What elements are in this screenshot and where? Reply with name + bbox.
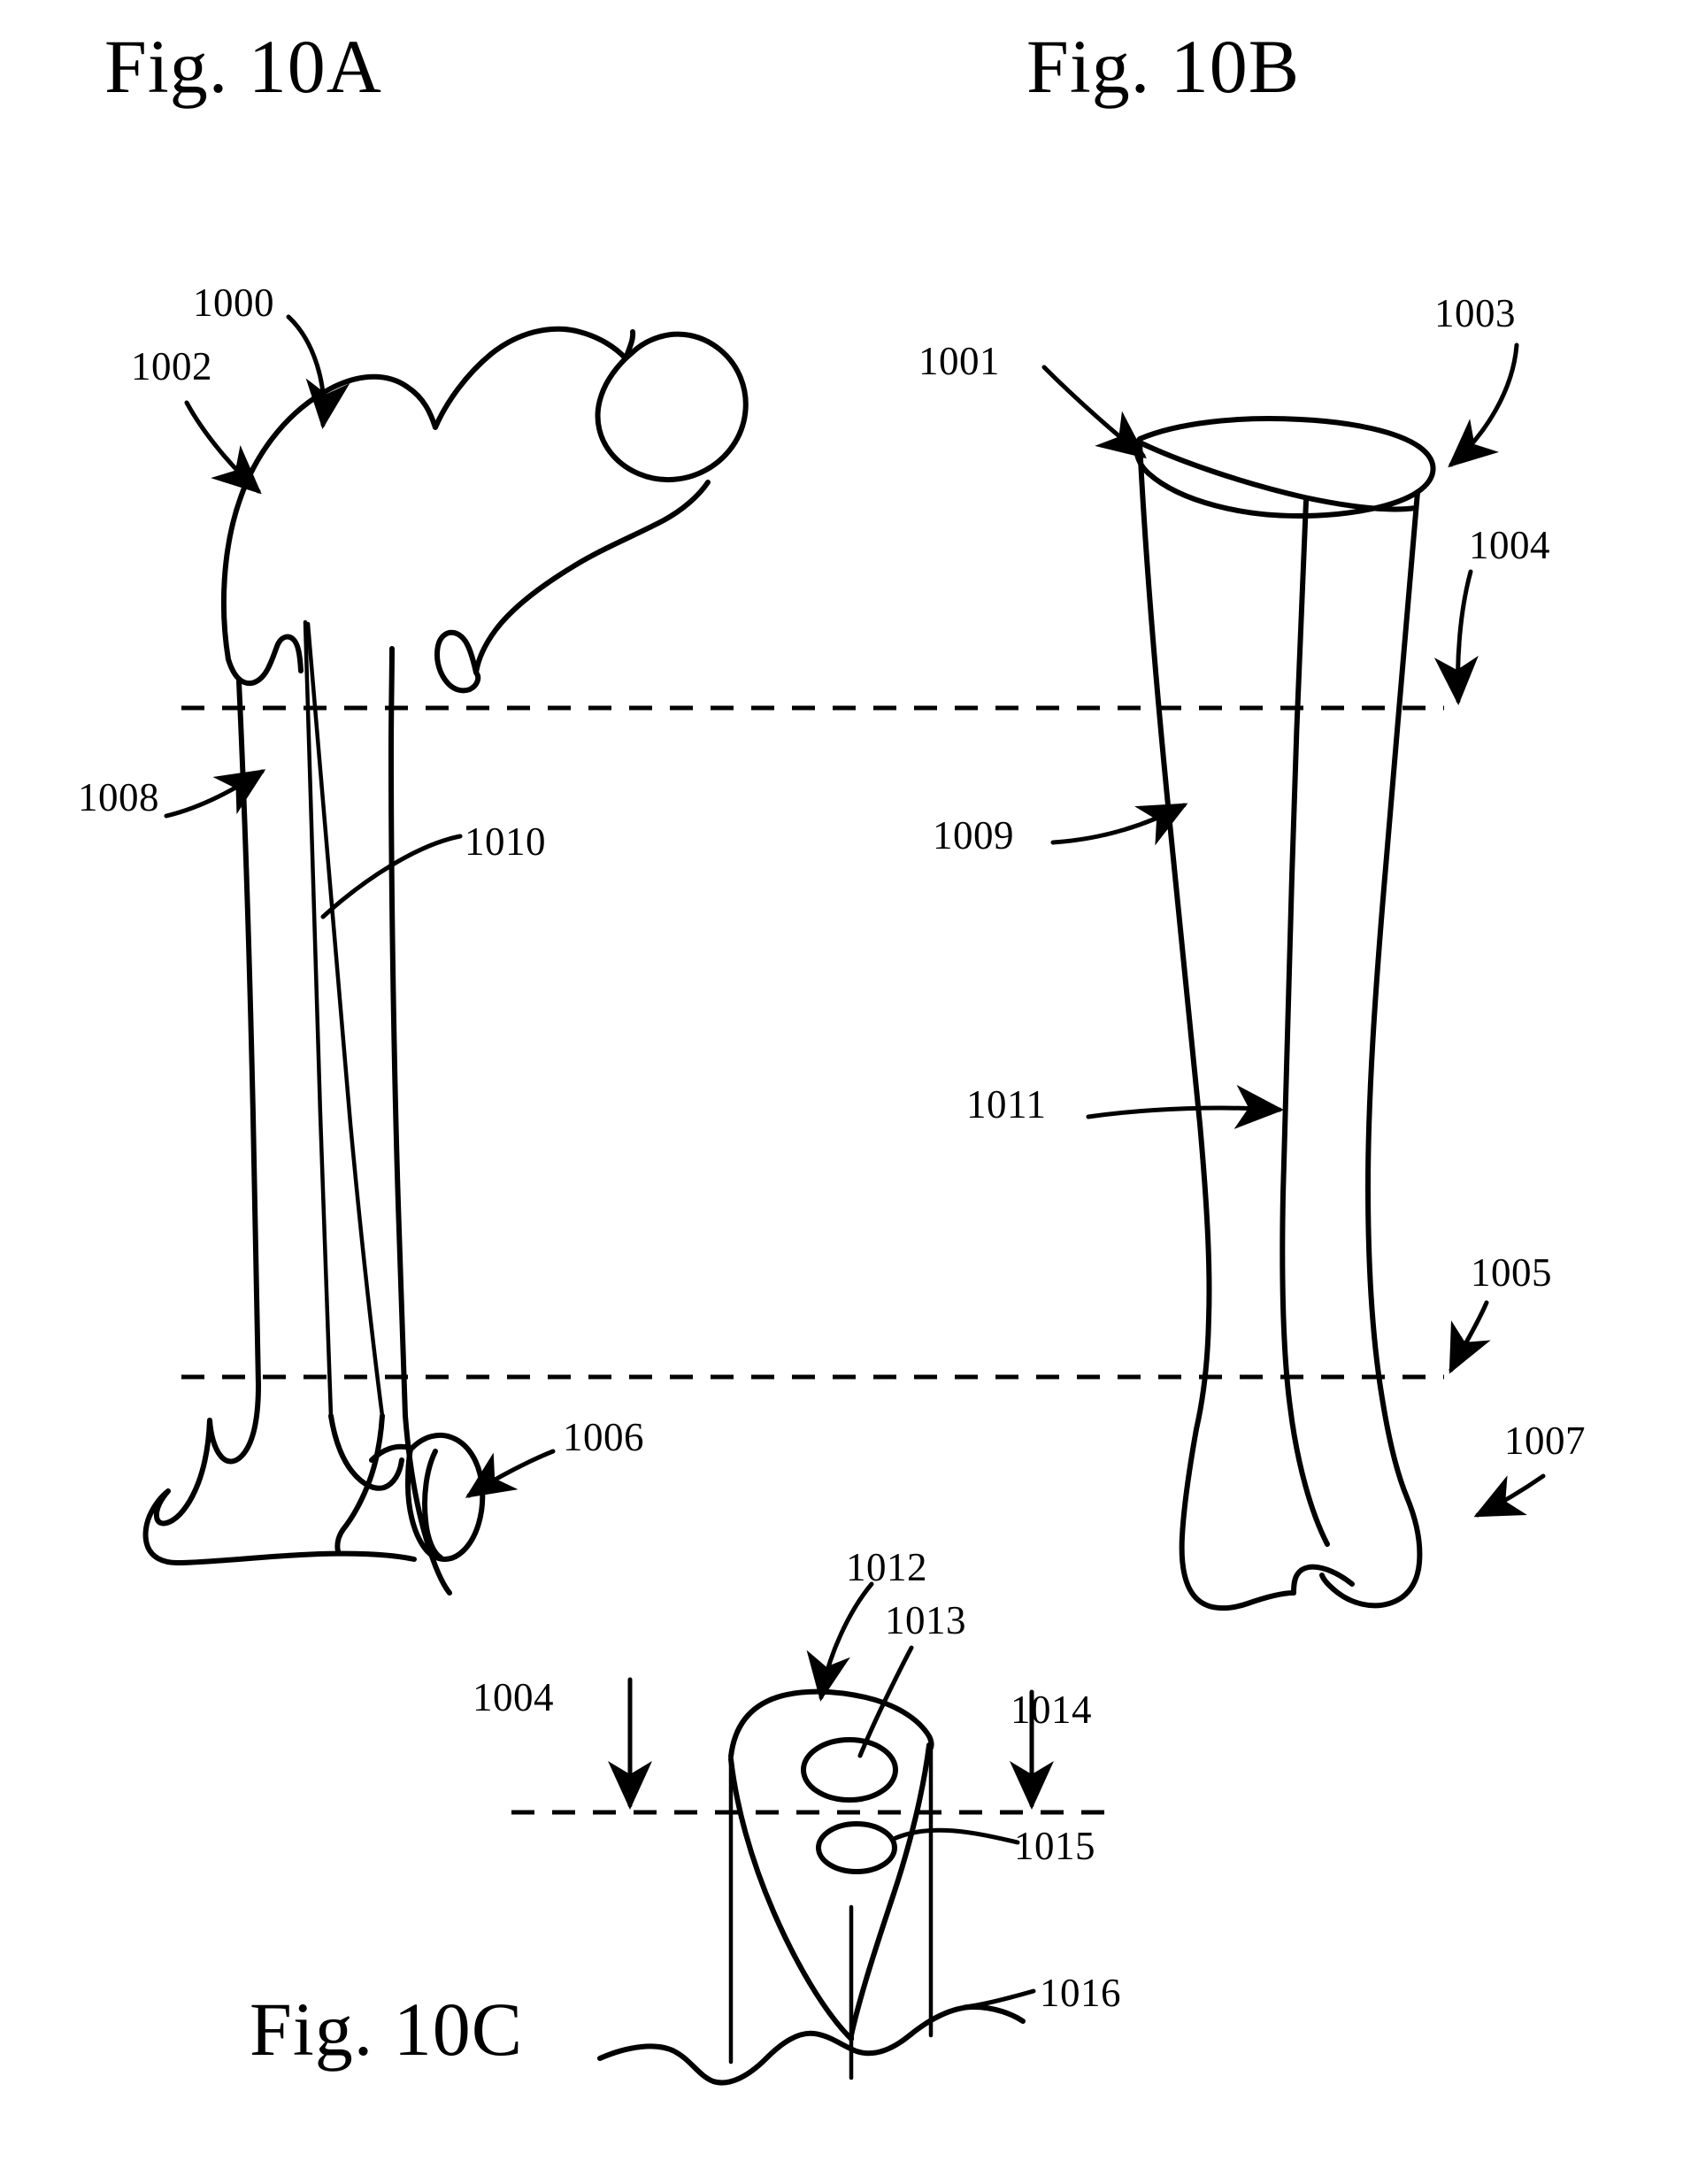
femur-trochlear-groove bbox=[369, 1443, 411, 1463]
femur-medullary-line-1 bbox=[303, 619, 334, 1419]
ref-numeral-1006: 1006 bbox=[563, 1415, 644, 1459]
ref-numeral-1013: 1013 bbox=[885, 1598, 966, 1642]
ref-numeral-1009: 1009 bbox=[933, 813, 1014, 857]
ref-numeral-1004-fig-c: 1004 bbox=[473, 1675, 554, 1719]
tibia-distal-outline bbox=[1179, 1427, 1296, 1611]
leader-1006 bbox=[465, 1449, 556, 1498]
tibia-distal-medial-step bbox=[1291, 1564, 1355, 1596]
ref-numeral-1011: 1011 bbox=[966, 1082, 1047, 1127]
leader-1015 bbox=[891, 1827, 1020, 1845]
leader-1007 bbox=[1473, 1473, 1546, 1518]
leader-1016 bbox=[962, 1988, 1036, 2010]
ref-numeral-1002: 1002 bbox=[131, 344, 212, 388]
leader-1010 bbox=[320, 834, 463, 919]
ref-numeral-1012: 1012 bbox=[846, 1545, 927, 1589]
fig-10a-leaders bbox=[164, 314, 556, 1498]
leader-1000 bbox=[286, 314, 350, 429]
ref-numeral-1014: 1014 bbox=[1011, 1688, 1092, 1732]
ref-numeral-1003: 1003 bbox=[1434, 291, 1516, 335]
ref-numeral-1010: 1010 bbox=[465, 819, 546, 864]
tibia-cortex-right bbox=[1365, 489, 1420, 1500]
femur-lateral-condyle-edge bbox=[403, 1413, 452, 1596]
tibial-plateau-outline bbox=[1134, 416, 1436, 519]
femoral-head-outline bbox=[595, 331, 749, 483]
figure-title-10a: Fig. 10A bbox=[104, 24, 382, 109]
femur-medullary-line-2 bbox=[305, 621, 385, 1419]
cross-section-crest-left bbox=[728, 1757, 854, 2042]
leader-1001 bbox=[1041, 365, 1147, 459]
cross-section-upper-hole bbox=[801, 1737, 898, 1803]
cross-section-break-line bbox=[597, 2004, 1026, 2086]
ref-numeral-1004-fig-b: 1004 bbox=[1469, 523, 1550, 567]
cross-section-crest-right bbox=[849, 1742, 932, 2042]
patella-inner-edge bbox=[422, 1449, 443, 1560]
figure-title-10c: Fig. 10C bbox=[250, 1987, 524, 2072]
patella-outline bbox=[405, 1432, 486, 1562]
tibia-interosseous-line bbox=[1280, 498, 1330, 1547]
ref-numeral-1001: 1001 bbox=[918, 339, 1000, 383]
femur-distal-outline bbox=[142, 1382, 417, 1565]
fig-10b-tibia bbox=[1134, 416, 1436, 1611]
femur-proximal-outline bbox=[220, 326, 628, 662]
leader-1011 bbox=[1086, 1085, 1284, 1129]
ref-numeral-1015: 1015 bbox=[1014, 1824, 1095, 1868]
femur-shaft-cortex-left bbox=[236, 679, 261, 1388]
leader-1008 bbox=[164, 769, 266, 819]
figure-title-10b: Fig. 10B bbox=[1026, 24, 1301, 109]
ref-numeral-1007: 1007 bbox=[1504, 1419, 1586, 1463]
leader-1002 bbox=[184, 400, 262, 495]
resection-plane-lines bbox=[181, 705, 1444, 1815]
fig-10c-leaders bbox=[608, 1581, 1054, 2010]
cross-section-top-cap bbox=[728, 1688, 934, 1759]
tibia-cortex-left bbox=[1137, 440, 1212, 1432]
lesser-trochanter bbox=[434, 629, 481, 694]
leader-1012 bbox=[806, 1581, 874, 1702]
ref-numeral-1008: 1008 bbox=[78, 775, 159, 819]
femur-intercondylar-notch bbox=[334, 1413, 385, 1554]
tibial-plateau-front-rim bbox=[1137, 440, 1418, 512]
leader-1009 bbox=[1050, 803, 1188, 846]
greater-trochanter-notch bbox=[226, 634, 304, 687]
femoral-neck-underside bbox=[473, 480, 711, 675]
leader-1003 bbox=[1448, 342, 1519, 468]
cross-section-lower-hole bbox=[816, 1821, 897, 1874]
ref-numeral-1005: 1005 bbox=[1471, 1250, 1552, 1295]
ref-numeral-1000: 1000 bbox=[193, 281, 274, 325]
tibia-distal-lateral-outline bbox=[1319, 1495, 1423, 1609]
fig-10b-leaders bbox=[1041, 342, 1546, 1518]
femur-medial-condyle-outline bbox=[328, 1413, 404, 1491]
leader-1004-fig-b bbox=[1433, 569, 1479, 705]
leader-1005 bbox=[1449, 1300, 1491, 1374]
femur-shaft-cortex-right bbox=[388, 646, 408, 1419]
leader-1013 bbox=[857, 1645, 914, 1758]
femoral-head-notch bbox=[623, 329, 636, 361]
ref-numeral-1016: 1016 bbox=[1040, 1971, 1121, 2015]
fig-10a-femur bbox=[142, 326, 749, 1596]
fig-10c-cross-section bbox=[597, 1688, 1026, 2086]
